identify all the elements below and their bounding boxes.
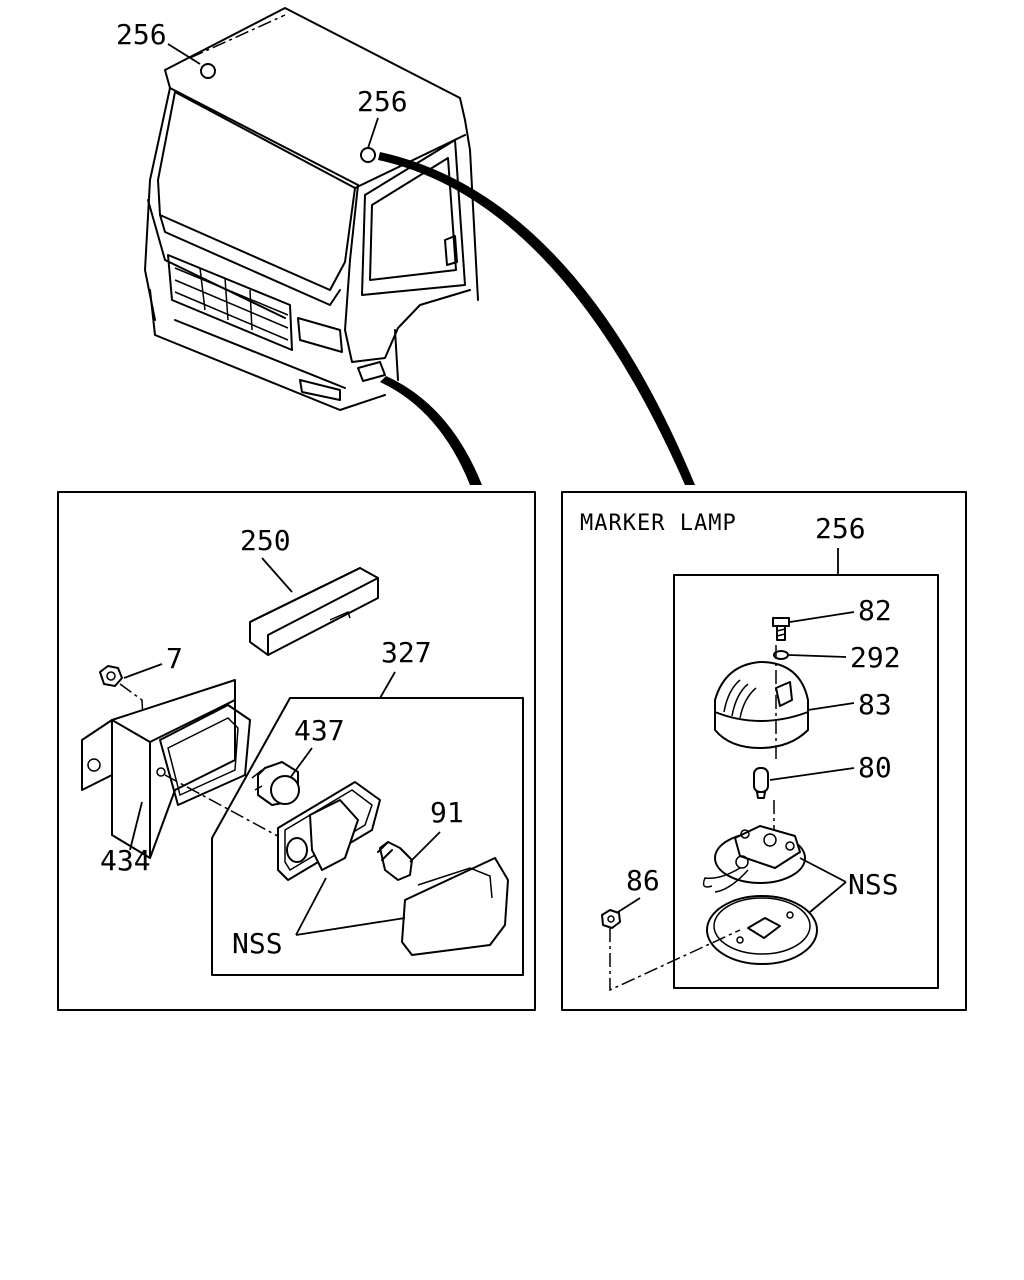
part-83-dome (714, 661, 809, 749)
label-256-roof-left: 256 (116, 18, 167, 51)
label-434: 434 (100, 844, 151, 877)
label-nss-left: NSS (232, 927, 283, 960)
part-327-lamp-body (277, 781, 381, 881)
label-nss-right: NSS (848, 868, 899, 901)
label-292: 292 (850, 641, 901, 674)
label-250: 250 (240, 524, 291, 557)
part-82-screw (772, 617, 790, 641)
part-250-cover (249, 567, 379, 656)
part-lamp-base (702, 825, 806, 893)
part-lens (401, 857, 509, 956)
part-91-bulb (377, 841, 413, 881)
label-437: 437 (294, 714, 345, 747)
part-86-nut (601, 909, 621, 929)
label-256-roof-right: 256 (357, 85, 408, 118)
truck-cab (144, 7, 479, 411)
label-82: 82 (858, 594, 892, 627)
marker-lamp-panel: MARKER LAMP 256 82 292 83 80 (561, 491, 967, 1011)
label-327: 327 (381, 636, 432, 669)
callout-band-marker (378, 152, 695, 485)
marker-lamp-title: MARKER LAMP (580, 511, 737, 536)
label-86: 86 (626, 864, 660, 897)
part-7-nut (99, 665, 123, 687)
part-437-socket (251, 761, 300, 806)
label-83: 83 (858, 688, 892, 721)
part-80-bulb (753, 767, 769, 799)
label-91: 91 (430, 796, 464, 829)
side-lamp-panel: 250 7 434 437 (57, 491, 536, 1011)
label-80: 80 (858, 751, 892, 784)
part-292-washer (773, 650, 789, 660)
part-gasket (706, 895, 818, 965)
label-7: 7 (166, 642, 183, 675)
label-256-marker: 256 (815, 512, 866, 545)
part-434-housing (81, 679, 251, 859)
callout-band-side (380, 376, 482, 485)
